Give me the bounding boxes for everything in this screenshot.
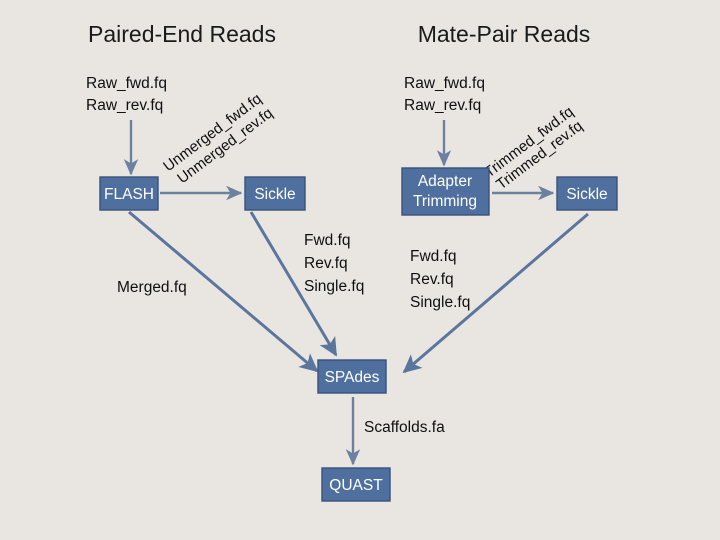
node-sickle-right-box bbox=[556, 176, 618, 211]
edge-label-left-single: Single.fq bbox=[304, 278, 364, 295]
node-adapter-trimming-label-line2: Trimming bbox=[413, 193, 477, 210]
right-column-title: Mate-Pair Reads bbox=[418, 21, 591, 47]
node-sickle-right[interactable]: Sickle bbox=[556, 176, 618, 211]
node-flash[interactable]: FLASH bbox=[99, 176, 159, 211]
node-quast[interactable]: QUAST bbox=[321, 467, 391, 502]
node-adapter-trimming[interactable]: Adapter Trimming bbox=[401, 167, 490, 216]
node-flash-label: FLASH bbox=[104, 186, 154, 203]
right-input-fwd-label: Raw_fwd.fq bbox=[404, 75, 485, 92]
edge-label-merged: Merged.fq bbox=[117, 279, 187, 296]
node-flash-box bbox=[99, 176, 159, 211]
edge-label-right-fwd: Fwd.fq bbox=[410, 248, 457, 265]
edge-label-right-single: Single.fq bbox=[410, 294, 470, 311]
right-input-rev-label: Raw_rev.fq bbox=[404, 97, 481, 114]
node-spades-label: SPAdes bbox=[325, 369, 380, 386]
edge-label-scaffolds: Scaffolds.fa bbox=[364, 419, 445, 436]
node-sickle-right-label: Sickle bbox=[566, 186, 607, 203]
edge-label-left-rev: Rev.fq bbox=[304, 255, 348, 272]
node-quast-label: QUAST bbox=[329, 477, 383, 494]
node-sickle-left-box bbox=[244, 176, 306, 211]
node-adapter-trimming-box bbox=[401, 167, 490, 216]
arrow-sickle-right-to-spades bbox=[402, 212, 589, 374]
edge-label-right-rev: Rev.fq bbox=[410, 271, 454, 288]
node-quast-box bbox=[321, 467, 391, 502]
arrow-flash-to-spades bbox=[128, 210, 319, 373]
left-input-rev-label: Raw_rev.fq bbox=[86, 97, 163, 114]
node-sickle-left-label: Sickle bbox=[254, 186, 295, 203]
left-input-fwd-label: Raw_fwd.fq bbox=[86, 75, 167, 92]
node-sickle-left[interactable]: Sickle bbox=[244, 176, 306, 211]
node-spades-box bbox=[317, 359, 387, 394]
node-adapter-trimming-label-line1: Adapter bbox=[418, 173, 472, 190]
arrow-sickle-left-to-spades bbox=[249, 211, 338, 357]
left-column-title: Paired-End Reads bbox=[88, 21, 276, 47]
edge-label-left-fwd: Fwd.fq bbox=[304, 232, 351, 249]
node-spades[interactable]: SPAdes bbox=[317, 359, 387, 394]
